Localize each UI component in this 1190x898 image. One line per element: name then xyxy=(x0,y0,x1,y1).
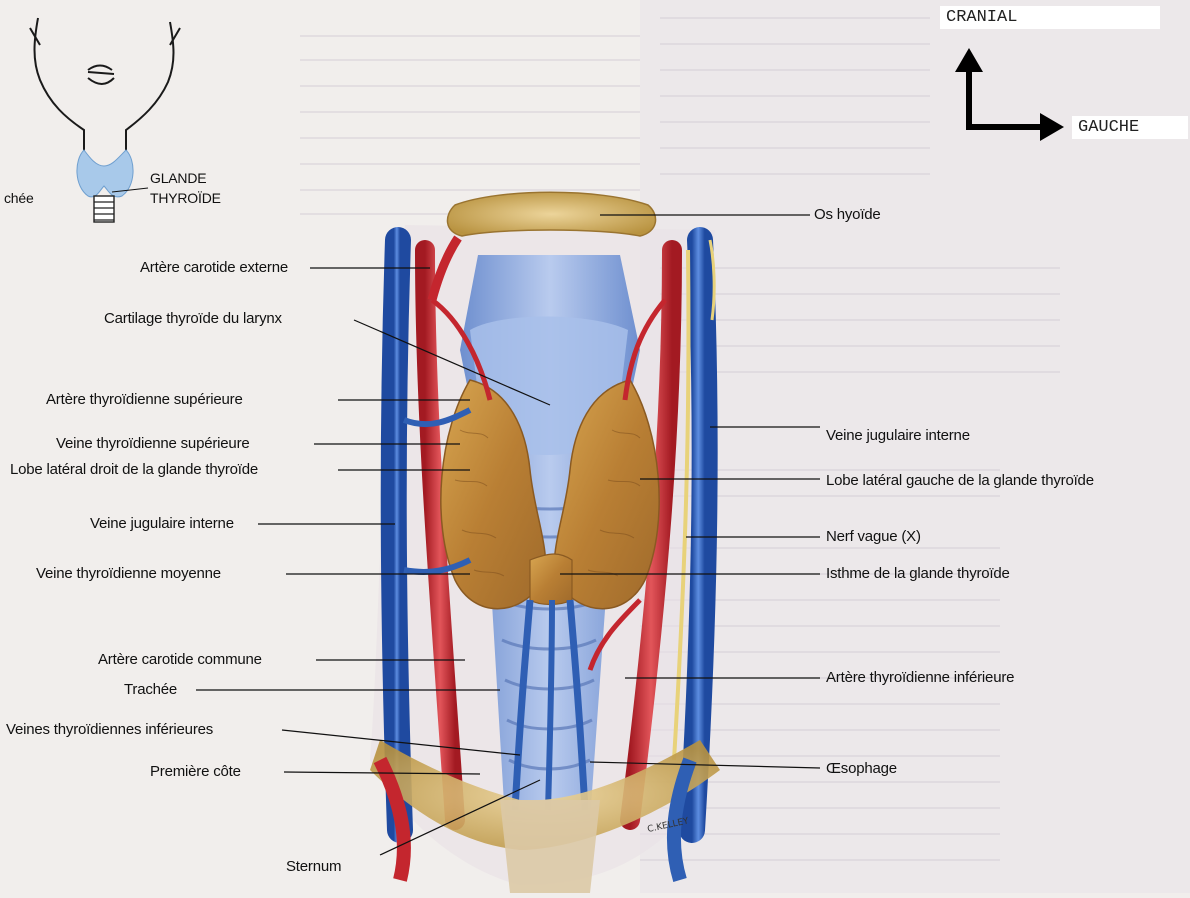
label-oesophagus: Œsophage xyxy=(826,760,897,777)
label-left-internal-jugular-vein: Veine jugulaire interne xyxy=(826,427,970,444)
left-direction-label: GAUCHE xyxy=(1072,116,1188,139)
cranial-label: CRANIAL xyxy=(940,6,1160,29)
label-vagus-nerve: Nerf vague (X) xyxy=(826,528,921,545)
label-thyroid-cartilage: Cartilage thyroïde du larynx xyxy=(104,310,282,327)
label-right-internal-jugular-vein: Veine jugulaire interne xyxy=(90,515,234,532)
label-common-carotid-artery: Artère carotide commune xyxy=(98,651,262,668)
inset-trachea-fragment: chée xyxy=(4,190,34,206)
label-inferior-thyroid-veins: Veines thyroïdiennes inférieures xyxy=(6,721,213,738)
label-sternum: Sternum xyxy=(286,858,341,875)
label-superior-thyroid-artery: Artère thyroïdienne supérieure xyxy=(46,391,243,408)
inset-gland-label-line1: GLANDE xyxy=(150,170,206,186)
label-right-lateral-lobe: Lobe latéral droit de la glande thyroïde xyxy=(10,461,258,478)
label-middle-thyroid-vein: Veine thyroïdienne moyenne xyxy=(36,565,221,582)
label-hyoid-bone: Os hyoïde xyxy=(814,206,881,223)
label-external-carotid-artery: Artère carotide externe xyxy=(140,259,288,276)
label-superior-thyroid-vein: Veine thyroïdienne supérieure xyxy=(56,435,250,452)
label-left-lateral-lobe: Lobe latéral gauche de la glande thyroïd… xyxy=(826,472,1094,489)
hyoid-bone xyxy=(447,192,655,236)
label-trachea: Trachée xyxy=(124,681,177,698)
label-inferior-thyroid-artery: Artère thyroïdienne inférieure xyxy=(826,669,1014,686)
label-first-rib: Première côte xyxy=(150,763,241,780)
thyroid-isthmus xyxy=(530,554,572,605)
sternum xyxy=(500,800,600,893)
label-thyroid-isthmus: Isthme de la glande thyroïde xyxy=(826,565,1010,582)
inset-gland-label-line2: THYROÏDE xyxy=(150,190,221,206)
